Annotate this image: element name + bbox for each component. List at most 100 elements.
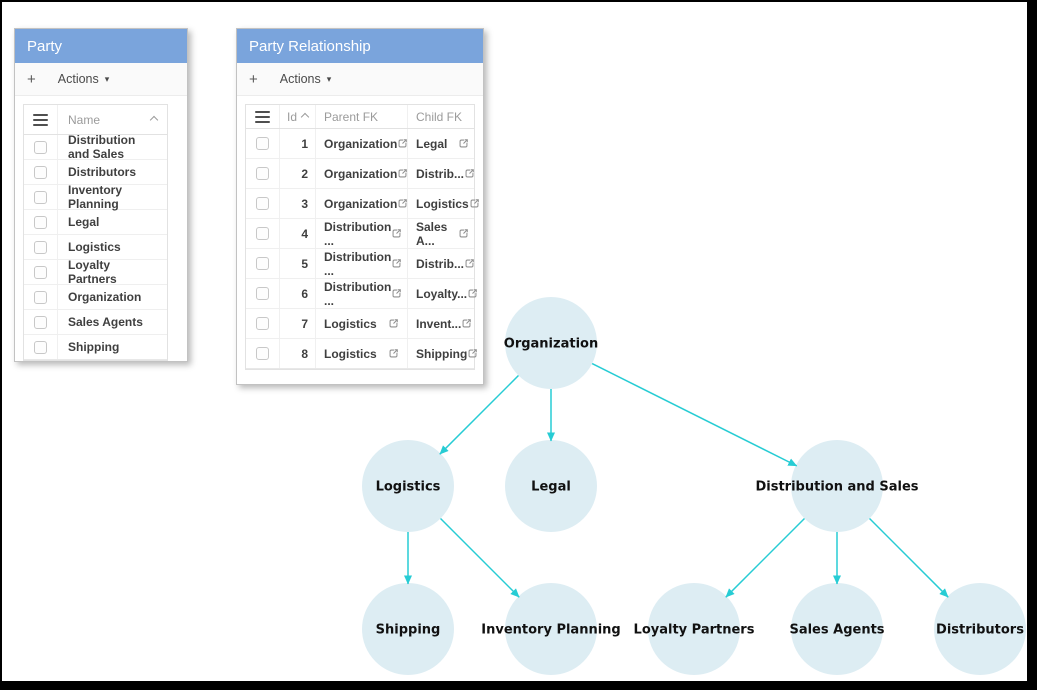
row-checkbox[interactable]	[34, 240, 47, 254]
external-link-icon[interactable]	[391, 258, 402, 269]
name-cell[interactable]: Inventory Planning	[58, 183, 167, 211]
parent-fk-value[interactable]: Organization	[324, 136, 398, 151]
diagram-node-logistics[interactable]	[362, 440, 454, 532]
parent-fk-value[interactable]: Distribution ...	[324, 249, 392, 278]
id-column-header[interactable]: Id	[280, 105, 316, 128]
child-fk-value[interactable]: Invent...	[416, 316, 462, 331]
parent-fk-value[interactable]: Logistics	[324, 346, 377, 361]
name-cell[interactable]: Legal	[58, 210, 167, 234]
table-row[interactable]: Distribution and Sales	[24, 133, 167, 161]
parent-fk-value[interactable]: Organization	[324, 166, 398, 181]
table-menu-icon[interactable]	[33, 113, 48, 126]
row-checkbox[interactable]	[256, 167, 269, 180]
checkbox-cell	[246, 189, 280, 218]
row-checkbox[interactable]	[256, 317, 269, 330]
table-row[interactable]: Shipping	[24, 335, 167, 360]
child-fk-value[interactable]: Logistics	[416, 196, 469, 211]
table-menu-icon[interactable]	[255, 110, 270, 123]
row-checkbox[interactable]	[256, 347, 269, 360]
name-cell[interactable]: Sales Agents	[58, 310, 167, 334]
parent-fk-value[interactable]: Distribution ...	[324, 219, 392, 248]
actions-menu-button[interactable]: Actions ▾	[58, 72, 110, 86]
diagram-node-shipping[interactable]	[362, 583, 454, 675]
sort-ascending-icon[interactable]	[149, 115, 159, 124]
name-cell[interactable]: Distributors	[58, 160, 167, 184]
row-checkbox[interactable]	[34, 165, 47, 179]
party-relationship-widget-header[interactable]: Party Relationship	[237, 29, 483, 63]
row-checkbox[interactable]	[256, 227, 269, 240]
external-link-icon[interactable]	[391, 228, 402, 239]
row-checkbox[interactable]	[256, 287, 269, 300]
row-checkbox[interactable]	[34, 190, 47, 204]
table-row[interactable]: Loyalty Partners	[24, 258, 167, 286]
row-checkbox[interactable]	[256, 197, 269, 210]
external-link-icon[interactable]	[464, 168, 475, 179]
row-checkbox[interactable]	[34, 315, 47, 329]
row-checkbox[interactable]	[34, 265, 47, 279]
parent-fk-value[interactable]: Logistics	[324, 316, 377, 331]
child-fk-column-header[interactable]: Child FK	[416, 109, 463, 124]
parent-fk-value[interactable]: Distribution ...	[324, 279, 392, 308]
actions-menu-button[interactable]: Actions ▾	[280, 72, 332, 86]
external-link-icon[interactable]	[397, 198, 408, 209]
external-link-icon[interactable]	[397, 168, 408, 179]
diagram-node-distribution-and-sales[interactable]	[791, 440, 883, 532]
child-fk-value[interactable]: Legal	[416, 136, 448, 151]
diagram-node-organization[interactable]	[505, 297, 597, 389]
external-link-icon[interactable]	[388, 318, 399, 329]
diagram-node-legal[interactable]	[505, 440, 597, 532]
sort-ascending-icon[interactable]	[300, 112, 310, 121]
name-cell[interactable]: Logistics	[58, 235, 167, 259]
child-fk-value[interactable]: Sales A...	[416, 219, 448, 248]
external-link-icon[interactable]	[461, 318, 472, 329]
external-link-icon[interactable]	[458, 228, 469, 239]
external-link-icon[interactable]	[388, 348, 399, 359]
diagram-node-inventory-planning[interactable]	[505, 583, 597, 675]
row-checkbox[interactable]	[34, 215, 47, 229]
row-checkbox[interactable]	[34, 340, 47, 354]
child-fk-value[interactable]: Distrib...	[416, 256, 465, 271]
child-fk-value[interactable]: Shipping	[416, 346, 468, 361]
row-checkbox[interactable]	[34, 140, 47, 154]
row-checkbox[interactable]	[256, 257, 269, 270]
external-link-icon[interactable]	[469, 198, 480, 209]
external-link-icon[interactable]	[391, 288, 402, 299]
name-cell[interactable]: Organization	[58, 285, 167, 309]
table-row[interactable]: Organization	[24, 285, 167, 310]
table-row[interactable]: Legal	[24, 210, 167, 235]
table-row[interactable]: Sales Agents	[24, 310, 167, 335]
diagram-node-sales-agents[interactable]	[791, 583, 883, 675]
external-link-icon[interactable]	[464, 258, 475, 269]
row-checkbox[interactable]	[256, 137, 269, 150]
name-cell[interactable]: Shipping	[58, 335, 167, 359]
external-link-icon[interactable]	[397, 138, 408, 149]
diagram-node-distributors[interactable]	[934, 583, 1026, 675]
child-fk-value[interactable]: Distrib...	[416, 166, 465, 181]
external-link-icon[interactable]	[458, 138, 469, 149]
external-link-icon[interactable]	[467, 348, 478, 359]
table-row[interactable]: Logistics	[24, 235, 167, 260]
external-link-icon[interactable]	[467, 288, 478, 299]
party-name: Logistics	[68, 240, 121, 254]
name-column-header[interactable]: Name	[58, 105, 167, 134]
child-fk-value[interactable]: Loyalty...	[416, 286, 468, 301]
table-row[interactable]: Inventory Planning	[24, 183, 167, 211]
table-row[interactable]: Distributors	[24, 160, 167, 185]
party-widget-header[interactable]: Party	[15, 29, 187, 63]
parent-fk-value[interactable]: Organization	[324, 196, 398, 211]
row-checkbox[interactable]	[34, 290, 47, 304]
diagram-node-loyalty-partners[interactable]	[648, 583, 740, 675]
name-cell[interactable]: Distribution and Sales	[58, 133, 167, 161]
name-cell[interactable]: Loyalty Partners	[58, 258, 167, 286]
parent-fk-column-header[interactable]: Parent FK	[316, 105, 408, 128]
add-record-button[interactable]: +	[27, 70, 36, 88]
add-record-button[interactable]: +	[249, 70, 258, 88]
